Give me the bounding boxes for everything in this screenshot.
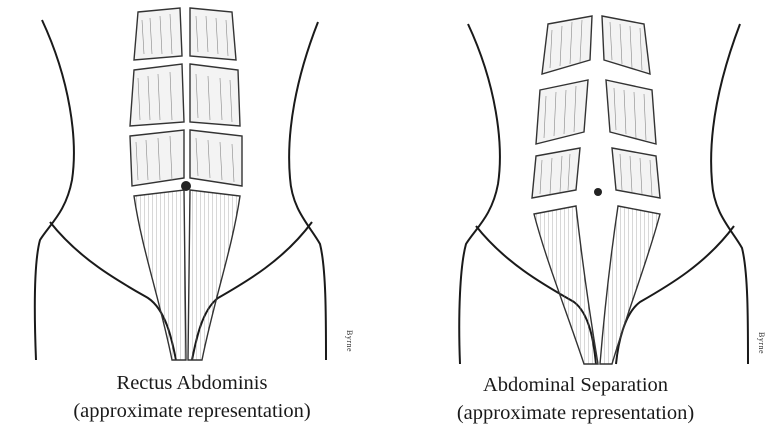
artist-signature: Byrne (345, 330, 354, 352)
rectus-muscle-right-column (188, 8, 242, 360)
caption-title: Rectus Abdominis (0, 370, 384, 398)
torso-outline-left-side-2 (459, 24, 500, 364)
caption-title: Abdominal Separation (384, 372, 767, 400)
abdominal-separation-figure (459, 16, 748, 364)
separated-muscle-left-column (532, 16, 598, 364)
navel-2 (594, 188, 602, 196)
rectus-abdominis-figure (35, 8, 326, 360)
caption-rectus-abdominis: Rectus Abdominis (approximate representa… (0, 370, 384, 425)
torso-outline-right-side (289, 22, 326, 360)
caption-subtitle: (approximate representation) (0, 398, 384, 426)
torso-outline-left-side (35, 20, 74, 360)
artist-signature: Byrne (757, 332, 766, 354)
torso-outline-right-side-2 (711, 24, 748, 364)
navel (181, 181, 191, 191)
caption-subtitle: (approximate representation) (384, 400, 767, 428)
caption-abdominal-separation: Abdominal Separation (approximate repres… (384, 372, 767, 427)
